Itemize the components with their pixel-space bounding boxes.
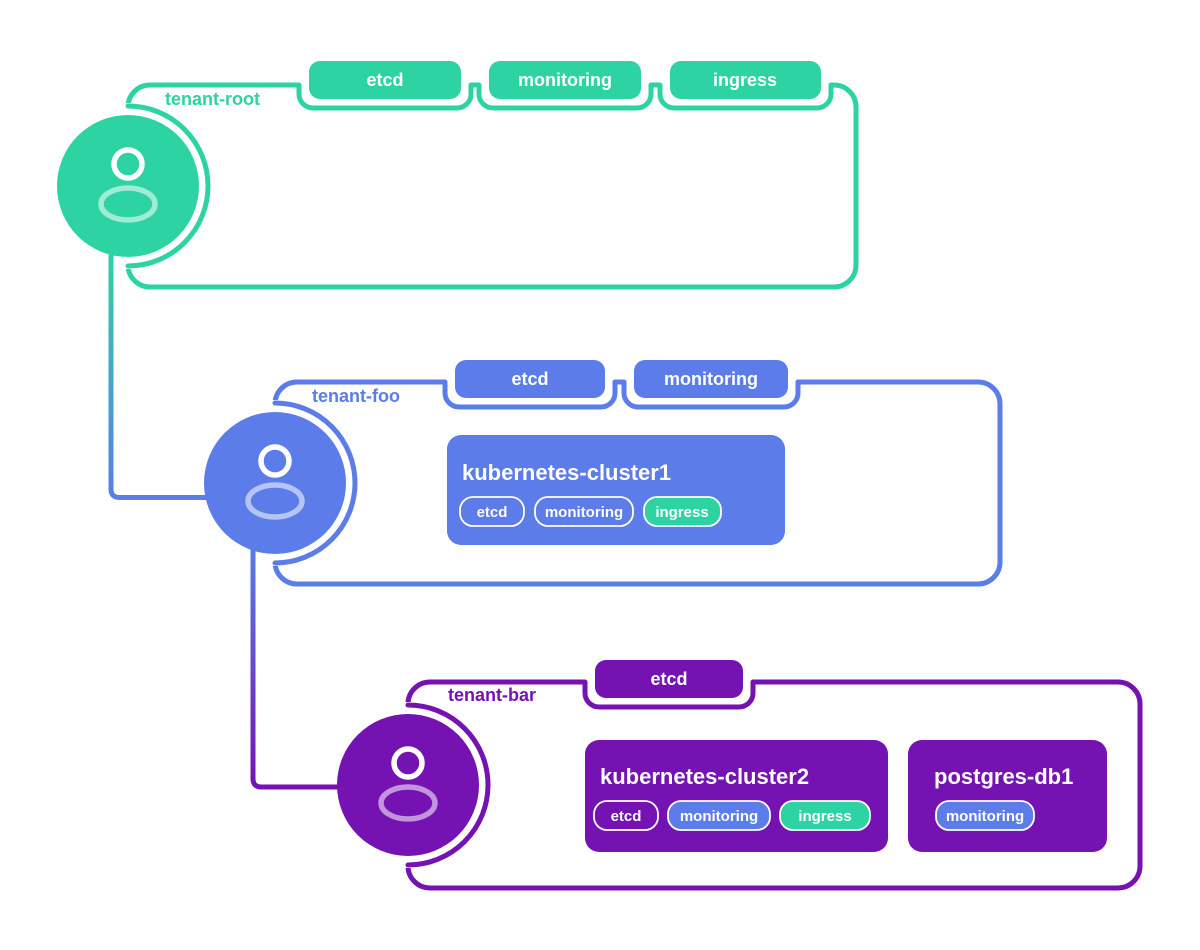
tenant-tag-label: etcd xyxy=(511,369,548,389)
workload-title: kubernetes-cluster1 xyxy=(462,460,671,485)
tag-pocket xyxy=(621,379,801,410)
workload-tag-etcd xyxy=(593,800,659,831)
avatar-arc xyxy=(125,103,211,269)
workload-postgres-db1: postgres-db1 monitoring xyxy=(908,740,1107,852)
connector-root-to-foo xyxy=(108,249,215,500)
user-body-icon xyxy=(378,784,438,822)
tenant-root-box xyxy=(125,82,859,290)
workload-title: kubernetes-cluster2 xyxy=(600,764,809,789)
tenant-bar-group: etcd tenant-bar kubernetes-cluster2 etcd… xyxy=(337,660,1143,891)
tenant-tag-label: monitoring xyxy=(664,369,758,389)
tenant-tag-label: monitoring xyxy=(518,70,612,90)
connector-foo-to-bar xyxy=(250,545,348,790)
tenant-tag-monitoring xyxy=(489,61,641,99)
user-body-icon xyxy=(98,185,158,223)
tenant-foo-group: etcd monitoring tenant-foo kubernetes-cl… xyxy=(204,360,1003,587)
workload-tag-ingress xyxy=(779,800,871,831)
tenant-tag-etcd xyxy=(455,360,605,398)
tenant-tag-etcd xyxy=(309,61,461,99)
workload-tag-label: ingress xyxy=(798,808,851,825)
workload-tag-label: ingress xyxy=(655,504,708,521)
workload-tag-label: monitoring xyxy=(946,808,1024,825)
avatar-arc xyxy=(272,400,358,566)
user-body-icon xyxy=(245,482,305,520)
tenant-name-label: tenant-root xyxy=(165,89,260,109)
tag-pocket xyxy=(296,82,474,111)
workload-tag-label: etcd xyxy=(611,808,642,825)
workload-tag-label: monitoring xyxy=(545,504,623,521)
tenant-tag-label: etcd xyxy=(366,70,403,90)
user-head-icon xyxy=(391,746,425,780)
workload-tag-monitoring xyxy=(667,800,771,831)
tenant-tag-monitoring xyxy=(634,360,788,398)
avatar-arc xyxy=(405,702,491,868)
tag-pocket xyxy=(476,82,654,111)
tenant-tag-label: ingress xyxy=(713,70,777,90)
workload-kubernetes-cluster1: kubernetes-cluster1 etcd monitoring ingr… xyxy=(447,435,785,545)
workload-tag-monitoring xyxy=(534,496,634,527)
workload-tag-monitoring xyxy=(935,800,1035,831)
workload-title: postgres-db1 xyxy=(934,764,1073,789)
tenant-name-label: tenant-foo xyxy=(312,386,400,406)
tag-pocket xyxy=(657,82,834,111)
workload-card xyxy=(908,740,1107,852)
workload-tag-label: monitoring xyxy=(680,808,758,825)
workload-tag-label: etcd xyxy=(477,504,508,521)
tag-pocket xyxy=(442,379,618,410)
workload-tag-etcd xyxy=(459,496,525,527)
workload-card xyxy=(585,740,888,852)
tenant-tag-etcd xyxy=(595,660,743,698)
workload-tag-ingress xyxy=(643,496,722,527)
tag-pocket xyxy=(582,679,756,710)
workload-card xyxy=(447,435,785,545)
tenant-tag-label: etcd xyxy=(650,669,687,689)
workload-kubernetes-cluster2: kubernetes-cluster2 etcd monitoring ingr… xyxy=(585,740,888,852)
user-head-icon xyxy=(111,147,145,181)
tenant-name-label: tenant-bar xyxy=(448,685,536,705)
tenant-tag-ingress xyxy=(670,61,821,99)
tenant-root-group: etcd monitoring ingress tenant-root xyxy=(57,61,859,290)
user-head-icon xyxy=(258,444,292,478)
